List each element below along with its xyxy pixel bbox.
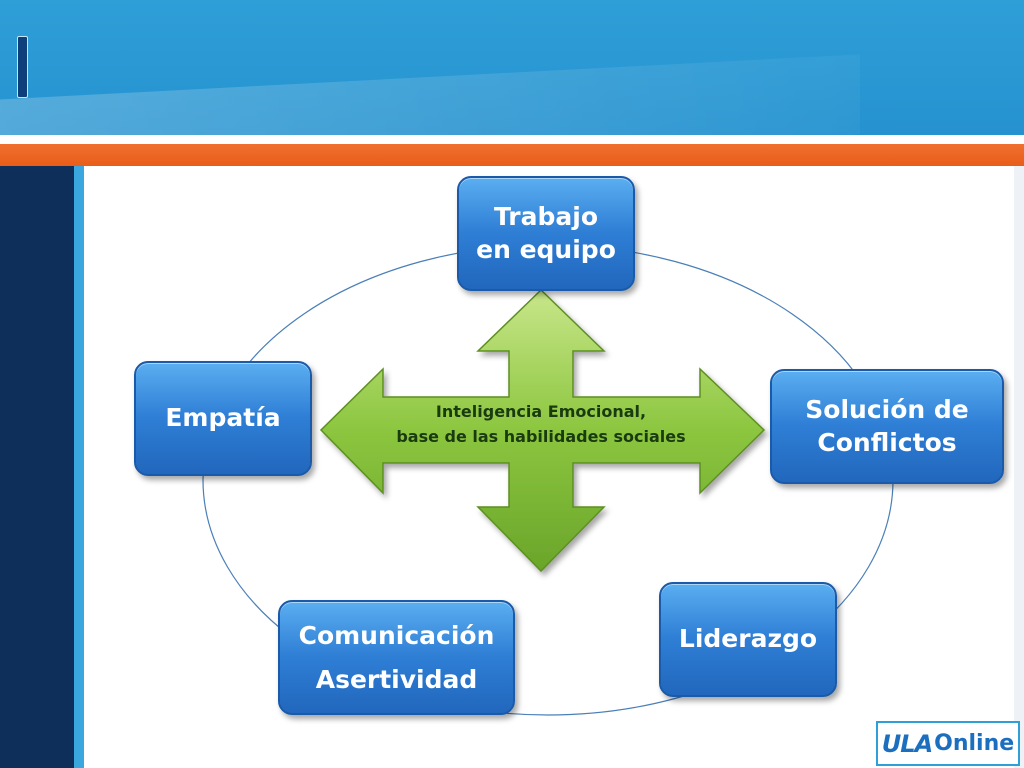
side-panel (0, 166, 74, 768)
node-trabajo-line1: Trabajo (493, 202, 599, 231)
node-comunicacion-line2: Asertividad (315, 664, 478, 694)
node-solucion-line2: Conflictos (817, 427, 957, 457)
center-label-line1: Inteligencia Emocional, (435, 402, 647, 421)
node-liderazgo-line1: Liderazgo (678, 624, 818, 654)
node-comunicacion-asertividad: Comunicación Asertividad (278, 600, 515, 715)
node-solucion-de-conflictos: Solución de Conflictos (770, 369, 1004, 484)
logo-brand: ULA (881, 729, 933, 758)
node-solucion-line1: Solución de (805, 395, 969, 424)
node-trabajo-line2: en equipo (476, 234, 616, 264)
logo-suffix: Online (934, 731, 1015, 756)
header-band (0, 0, 1024, 135)
node-empatia-line1: Empatía (165, 403, 281, 433)
node-empatia: Empatía (134, 361, 312, 476)
ula-online-logo: ULA Online (876, 721, 1020, 766)
title-marker (17, 36, 28, 98)
right-edge-panel (1014, 166, 1024, 768)
header-gap (0, 135, 1024, 144)
side-accent-line (74, 166, 84, 768)
four-way-arrow (319, 288, 766, 573)
center-label: Inteligencia Emocional, base de las habi… (366, 400, 716, 450)
node-liderazgo: Liderazgo (659, 582, 837, 697)
node-trabajo-en-equipo: Trabajo en equipo (457, 176, 635, 291)
center-label-line2: base de las habilidades sociales (396, 426, 686, 446)
orange-accent-bar (0, 144, 1024, 166)
node-comunicacion-line1: Comunicación (298, 620, 495, 650)
